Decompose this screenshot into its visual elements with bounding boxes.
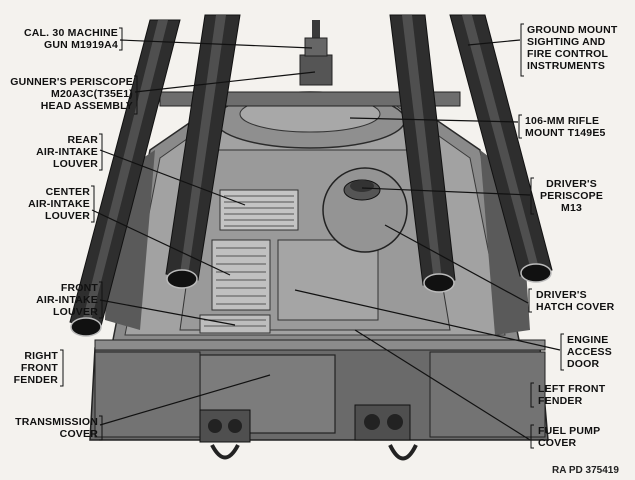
rifle-tubes [69, 14, 553, 337]
louvers [199, 189, 299, 334]
bracket-rear [99, 133, 103, 171]
right-fender-plate [94, 351, 201, 438]
label-driver-hatch: DRIVER'S HATCH COVER [536, 289, 615, 313]
label-brackets [60, 23, 564, 449]
center-louver-panel [211, 239, 271, 311]
label-transmission-cover: TRANSMISSION COVER [15, 416, 98, 440]
leader-ground-mount [467, 39, 521, 46]
rifle-mount [159, 91, 461, 149]
rifle-tube [69, 19, 181, 337]
label-center-louver: CENTER AIR-INTAKE LOUVER [28, 186, 90, 222]
label-gunner-periscope: GUNNER'S PERISCOPE M20A3C(T35E1) HEAD AS… [10, 76, 133, 112]
front-plates [89, 339, 549, 441]
leader-engine-door [294, 289, 561, 351]
label-rear-louver: REAR AIR-INTAKE LOUVER [36, 134, 98, 170]
label-front-louver: FRONT AIR-INTAKE LOUVER [36, 282, 98, 318]
bracket-right-fender [60, 349, 64, 387]
label-engine-door: ENGINE ACCESS DOOR [567, 334, 612, 370]
bracket-gunner [134, 75, 138, 115]
bracket-periscope [530, 177, 534, 215]
rifle-tube [165, 14, 241, 289]
tow-hooks [199, 404, 418, 461]
bracket-engine [560, 333, 564, 371]
front-louver-panel [199, 314, 271, 334]
bracket-ground [520, 23, 524, 77]
leader-lines [91, 39, 561, 441]
left-fender-plate [429, 351, 546, 438]
machine-gun [299, 20, 333, 86]
leader-rifle-mount [349, 117, 519, 123]
driver-hatch [322, 167, 408, 253]
rear-louver-panel [219, 189, 299, 231]
leader-center-louver [91, 209, 231, 276]
rifle-tube [449, 14, 553, 283]
label-machine-gun: CAL. 30 MACHINE GUN M1919A4 [23, 27, 118, 51]
leader-gunner-periscope [134, 71, 316, 93]
leader-rear-louver [99, 149, 246, 206]
bracket-machine-gun [119, 27, 123, 51]
label-ground-mount: GROUND MOUNT SIGHTING AND FIRE CONTROL I… [527, 24, 618, 72]
leader-front-louver [99, 299, 236, 326]
label-left-fender: LEFT FRONT FENDER [538, 383, 606, 407]
label-driver-periscope: DRIVER'S PERISCOPE M13 [540, 178, 604, 214]
bracket-front [99, 281, 103, 319]
leader-machine-gun [119, 39, 313, 49]
label-fuel-pump: FUEL PUMP COVER [538, 425, 601, 449]
rifle-tube [389, 14, 456, 293]
leader-transmission [99, 374, 271, 426]
bracket-left-fender [530, 382, 534, 408]
bracket-hatch [528, 288, 532, 313]
leader-driver-hatch [384, 224, 529, 304]
label-rifle-mount: 106-MM RIFLE MOUNT T149E5 [525, 115, 606, 139]
leader-driver-periscope [361, 187, 531, 196]
engine-access-door [277, 239, 379, 321]
leader-fuel-pump [354, 329, 531, 441]
label-right-fender: RIGHT FRONT FENDER [13, 350, 58, 386]
bracket-rifle [518, 114, 522, 139]
bracket-center [91, 185, 95, 223]
bracket-transmission [99, 415, 103, 441]
reference-number: RA PD 375419 [552, 465, 619, 476]
bracket-fuel [530, 424, 534, 449]
